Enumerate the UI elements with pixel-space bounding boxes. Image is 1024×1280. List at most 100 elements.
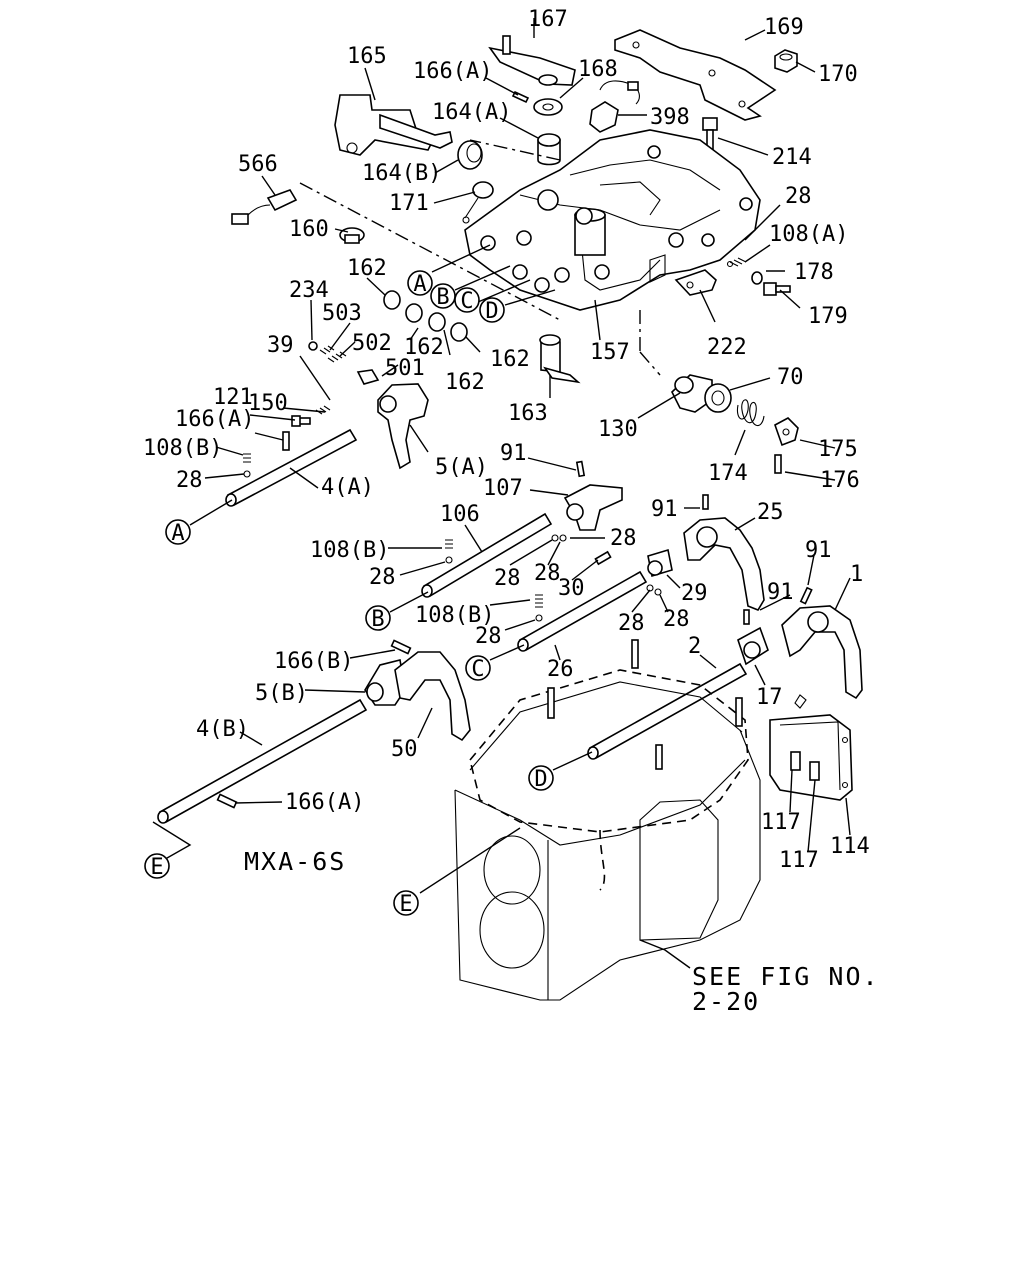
part-25-fork <box>683 494 765 611</box>
circle-ref-c-top: C <box>454 287 480 314</box>
part-108a-spring <box>726 257 747 268</box>
part-167-bracket <box>488 35 576 86</box>
label-169: 169 <box>764 15 804 40</box>
label-28-m6: 28 <box>618 611 645 636</box>
label-50: 50 <box>391 737 418 762</box>
label-171: 171 <box>389 191 429 216</box>
label-30: 30 <box>558 576 585 601</box>
circle-ref-b-top: B <box>430 283 456 310</box>
label-108a: 108(A) <box>769 222 848 247</box>
part-166b-pin <box>390 639 412 655</box>
label-222: 222 <box>707 335 747 360</box>
label-28-m5: 28 <box>475 624 502 649</box>
label-4b: 4(B) <box>196 717 249 742</box>
label-166a-low: 166(A) <box>285 790 364 815</box>
svg-text:D: D <box>534 767 547 792</box>
svg-text:B: B <box>436 285 449 310</box>
part-117-stud-a <box>790 751 801 771</box>
label-107: 107 <box>483 476 523 501</box>
label-503: 503 <box>322 301 362 326</box>
label-176: 176 <box>820 468 860 493</box>
part-108b-spring-low <box>535 594 543 608</box>
svg-text:C: C <box>471 657 484 682</box>
label-166b: 166(B) <box>274 649 353 674</box>
label-28-m1: 28 <box>369 565 396 590</box>
label-234: 234 <box>289 278 329 303</box>
label-5b: 5(B) <box>255 681 308 706</box>
part-30-pin <box>594 550 612 566</box>
label-117-b: 117 <box>779 848 819 873</box>
part-398-sensor <box>589 80 640 133</box>
label-150: 150 <box>248 391 288 416</box>
part-107-block <box>563 484 623 531</box>
label-25: 25 <box>757 500 784 525</box>
svg-text:D: D <box>485 299 498 324</box>
part-70-washer <box>704 383 732 413</box>
part-4a-shaft <box>225 428 358 507</box>
part-178-washer <box>751 271 763 285</box>
label-114: 114 <box>830 834 870 859</box>
label-108b-mid: 108(B) <box>310 538 389 563</box>
part-163-lever <box>539 334 581 384</box>
fig-number-label: 2-20 <box>692 987 760 1016</box>
part-168-washer <box>533 98 563 116</box>
part-501-plug <box>356 369 380 385</box>
label-162-b: 162 <box>404 335 444 360</box>
label-39: 39 <box>267 333 294 358</box>
label-130: 130 <box>598 417 638 442</box>
part-2-shaft <box>587 662 748 760</box>
part-160-plug <box>339 227 365 244</box>
label-29: 29 <box>681 581 708 606</box>
part-28-ball-m7 <box>654 588 662 596</box>
label-91-d: 91 <box>767 580 794 605</box>
label-157: 157 <box>590 340 630 365</box>
svg-text:E: E <box>150 855 163 880</box>
part-162-bushing-4 <box>450 322 468 342</box>
part-50-fork <box>394 651 471 742</box>
circle-ref-e-left: E <box>144 853 170 880</box>
svg-text:E: E <box>399 892 412 917</box>
label-28-m4: 28 <box>610 526 637 551</box>
svg-text:C: C <box>460 289 473 314</box>
part-162-bushing-3 <box>428 312 446 332</box>
label-91-b: 91 <box>651 497 678 522</box>
part-29-block <box>647 548 673 578</box>
part-566-switch <box>231 189 298 225</box>
label-501: 501 <box>385 356 425 381</box>
part-39-spring <box>315 405 331 415</box>
part-171-fitting <box>462 181 494 224</box>
part-166a-pin-low <box>216 793 238 809</box>
label-4a: 4(A) <box>321 475 374 500</box>
part-502-spring <box>327 351 347 363</box>
label-70: 70 <box>777 365 804 390</box>
label-121: 121 <box>213 385 253 410</box>
label-174: 174 <box>708 461 748 486</box>
label-26: 26 <box>547 657 574 682</box>
part-176-pin <box>774 454 782 474</box>
part-28-ball-m5 <box>535 614 543 622</box>
label-91-a: 91 <box>500 441 527 466</box>
part-28-ball-left <box>243 470 251 478</box>
part-130-lever <box>671 374 713 413</box>
label-28-m7: 28 <box>663 607 690 632</box>
circle-ref-e-case: E <box>393 890 419 917</box>
label-1: 1 <box>850 562 863 587</box>
circle-ref-a: A <box>165 519 191 546</box>
label-164b: 164(B) <box>362 161 441 186</box>
part-157-housing <box>464 129 761 311</box>
label-175: 175 <box>818 437 858 462</box>
label-28-top: 28 <box>785 184 812 209</box>
label-166a-top: 166(A) <box>413 59 492 84</box>
circle-ref-a-top: A <box>407 270 433 297</box>
part-28-ball-m3 <box>559 534 567 542</box>
label-28-m3: 28 <box>534 561 561 586</box>
label-2: 2 <box>688 634 701 659</box>
label-179: 179 <box>808 304 848 329</box>
part-234-ball <box>308 341 318 351</box>
part-166a-pin-mid <box>282 431 290 451</box>
label-117-a: 117 <box>761 810 801 835</box>
circle-ref-d-top: D <box>479 297 505 324</box>
part-1-fork <box>743 586 863 700</box>
label-91-c: 91 <box>805 538 832 563</box>
